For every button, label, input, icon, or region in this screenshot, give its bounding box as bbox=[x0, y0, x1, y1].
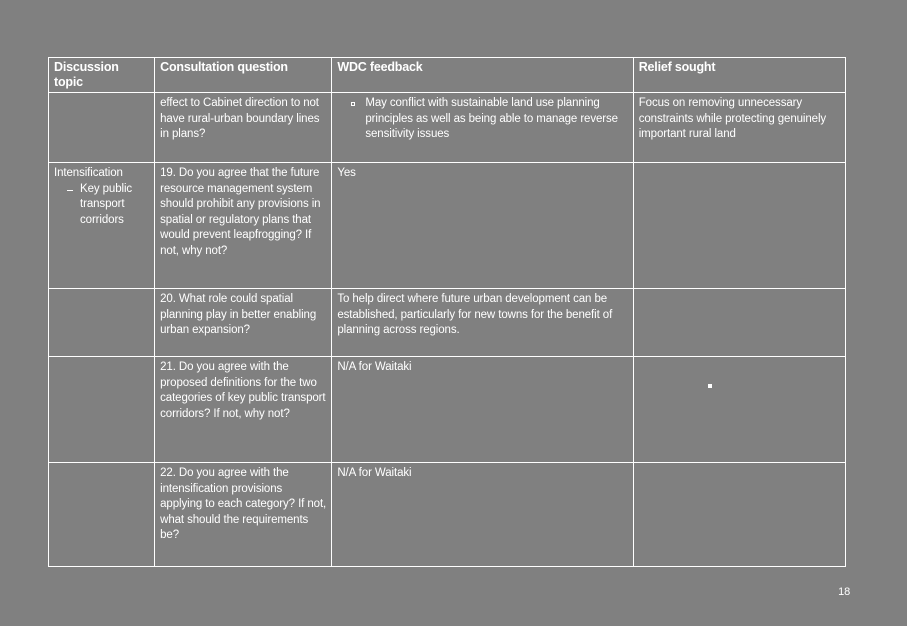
cell-wdc-feedback: To help direct where future urban develo… bbox=[331, 288, 634, 357]
cell-discussion-topic bbox=[47, 462, 156, 567]
table-row: 22. Do you agree with the intensificatio… bbox=[47, 462, 847, 567]
table-row: 21. Do you agree with the proposed defin… bbox=[47, 356, 847, 463]
scan-artifact-mark bbox=[708, 384, 712, 388]
table-row: Intensification Key public transport cor… bbox=[47, 162, 847, 289]
feedback-bullet-list: May conflict with sustainable land use p… bbox=[337, 96, 627, 143]
list-item: Key public transport corridors bbox=[66, 182, 149, 229]
question-text: 19. Do you agree that the future resourc… bbox=[160, 167, 321, 257]
list-item: May conflict with sustainable land use p… bbox=[351, 96, 627, 143]
cell-discussion-topic bbox=[47, 92, 156, 163]
cell-consultation-question: 21. Do you agree with the proposed defin… bbox=[154, 356, 333, 463]
consultation-feedback-table: Discussion topic Consultation question W… bbox=[47, 57, 847, 567]
cell-consultation-question: 20. What role could spatial planning pla… bbox=[154, 288, 333, 357]
topic-text: Intensification bbox=[54, 167, 123, 179]
question-text: effect to Cabinet direction to not have … bbox=[160, 97, 320, 140]
cell-relief-sought bbox=[632, 288, 847, 357]
question-text: 20. What role could spatial planning pla… bbox=[160, 293, 317, 336]
cell-discussion-topic bbox=[47, 288, 156, 357]
table-header-row: Discussion topic Consultation question W… bbox=[47, 57, 847, 93]
feedback-text: N/A for Waitaki bbox=[337, 467, 412, 479]
cell-consultation-question: 19. Do you agree that the future resourc… bbox=[154, 162, 333, 289]
page-number: 18 bbox=[838, 586, 850, 598]
cell-consultation-question: effect to Cabinet direction to not have … bbox=[154, 92, 333, 163]
feedback-text: Yes bbox=[337, 167, 356, 179]
cell-discussion-topic: Intensification Key public transport cor… bbox=[47, 162, 156, 289]
table-container: Discussion topic Consultation question W… bbox=[47, 57, 847, 567]
cell-wdc-feedback: N/A for Waitaki bbox=[331, 356, 634, 463]
cell-wdc-feedback: N/A for Waitaki bbox=[331, 462, 634, 567]
table-row: effect to Cabinet direction to not have … bbox=[47, 92, 847, 163]
cell-wdc-feedback: Yes bbox=[331, 162, 634, 289]
cell-relief-sought bbox=[632, 162, 847, 289]
table-row: 20. What role could spatial planning pla… bbox=[47, 288, 847, 357]
cell-relief-sought bbox=[632, 462, 847, 567]
column-header-wdc-feedback: WDC feedback bbox=[331, 57, 634, 93]
cell-wdc-feedback: May conflict with sustainable land use p… bbox=[331, 92, 634, 163]
question-text: 22. Do you agree with the intensificatio… bbox=[160, 467, 327, 541]
column-header-relief-sought: Relief sought bbox=[632, 57, 847, 93]
column-header-discussion-topic: Discussion topic bbox=[47, 57, 156, 93]
feedback-text: N/A for Waitaki bbox=[337, 361, 412, 373]
question-text: 21. Do you agree with the proposed defin… bbox=[160, 361, 326, 420]
relief-text: Focus on removing unnecessary constraint… bbox=[638, 97, 827, 140]
feedback-text: To help direct where future urban develo… bbox=[337, 293, 613, 336]
cell-relief-sought bbox=[632, 356, 847, 463]
topic-bullet-list: Key public transport corridors bbox=[54, 182, 149, 229]
column-header-consultation-question: Consultation question bbox=[154, 57, 333, 93]
cell-consultation-question: 22. Do you agree with the intensificatio… bbox=[154, 462, 333, 567]
cell-relief-sought: Focus on removing unnecessary constraint… bbox=[632, 92, 847, 163]
cell-discussion-topic bbox=[47, 356, 156, 463]
